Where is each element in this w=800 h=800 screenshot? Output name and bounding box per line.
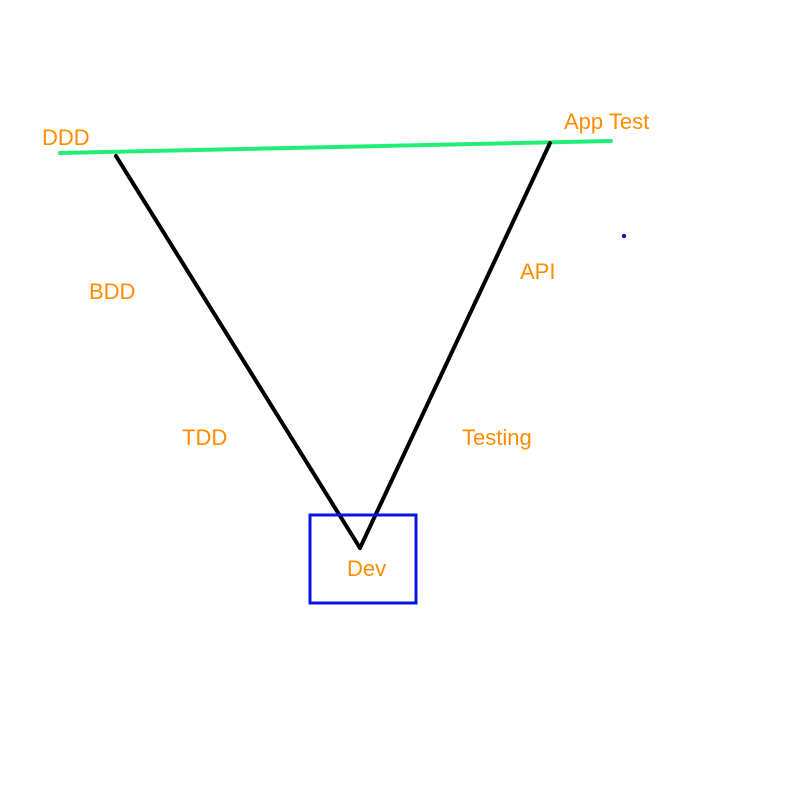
label-api: API — [520, 259, 555, 284]
blue-dot — [621, 233, 627, 239]
label-bdd: BDD — [89, 279, 135, 304]
right-side-line — [358, 141, 552, 550]
label-dev: Dev — [347, 556, 386, 581]
top-green-line — [58, 139, 613, 155]
label-ddd: DDD — [42, 125, 90, 150]
label-testing: Testing — [462, 425, 532, 450]
left-side-line — [114, 154, 362, 550]
label-tdd: TDD — [182, 425, 227, 450]
label-app-test: App Test — [564, 109, 649, 134]
dev-box — [308, 513, 418, 605]
